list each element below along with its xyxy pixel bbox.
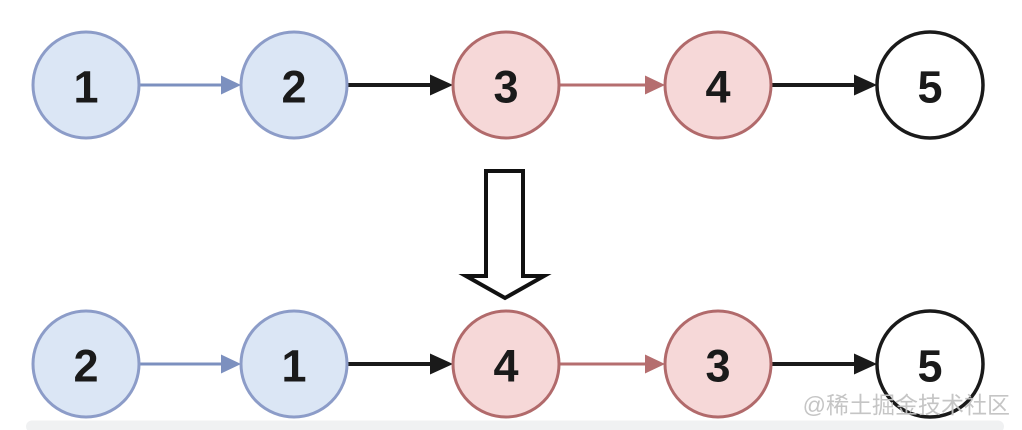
node-value: 5 — [917, 62, 942, 113]
after-node-2: 2 — [31, 309, 141, 419]
node-value: 4 — [705, 62, 730, 113]
watermark: @稀土掘金技术社区 — [803, 392, 1010, 418]
node-circle — [239, 30, 349, 140]
edge-before-1-2 — [140, 75, 241, 95]
edge-arrowhead-icon — [645, 75, 665, 95]
edge-arrowhead-icon — [430, 74, 453, 96]
node-circle — [875, 309, 985, 419]
edge-after-3-5 — [772, 353, 877, 375]
list-after: 2 1 4 3 5 — [31, 309, 985, 419]
edge-arrowhead-icon — [854, 74, 877, 96]
before-node-1: 1 — [31, 30, 141, 140]
list-before: 1 2 3 4 5 — [31, 30, 985, 140]
node-value: 2 — [73, 341, 98, 392]
edge-after-2-1 — [140, 354, 241, 374]
node-circle — [663, 30, 773, 140]
edge-arrowhead-icon — [221, 354, 241, 374]
after-node-3: 3 — [663, 309, 773, 419]
edge-after-4-3 — [560, 354, 665, 374]
after-node-1: 1 — [239, 309, 349, 419]
edge-before-3-4 — [560, 75, 665, 95]
node-value: 1 — [281, 341, 306, 392]
before-node-2: 2 — [239, 30, 349, 140]
before-node-3: 3 — [451, 30, 561, 140]
horizontal-scrollbar[interactable] — [26, 420, 1004, 430]
node-circle — [663, 309, 773, 419]
edge-arrowhead-icon — [221, 75, 241, 95]
before-node-5: 5 — [875, 30, 985, 140]
node-value: 1 — [73, 62, 98, 113]
node-value: 5 — [917, 341, 942, 392]
node-circle — [451, 30, 561, 140]
edge-after-1-4 — [348, 353, 453, 375]
node-circle — [31, 309, 141, 419]
node-value: 2 — [281, 62, 306, 113]
node-circle — [239, 309, 349, 419]
after-node-4: 4 — [451, 309, 561, 419]
node-circle — [875, 30, 985, 140]
edge-before-2-3 — [348, 74, 453, 96]
before-node-4: 4 — [663, 30, 773, 140]
node-value: 3 — [493, 62, 518, 113]
node-value: 3 — [705, 341, 730, 392]
transform-down-arrow-icon — [458, 169, 552, 301]
node-value: 4 — [493, 341, 518, 392]
edge-arrowhead-icon — [645, 354, 665, 374]
edge-before-4-5 — [772, 74, 877, 96]
node-circle — [31, 30, 141, 140]
edge-arrowhead-icon — [854, 353, 877, 375]
after-node-5: 5 — [875, 309, 985, 419]
node-circle — [451, 309, 561, 419]
edge-arrowhead-icon — [430, 353, 453, 375]
